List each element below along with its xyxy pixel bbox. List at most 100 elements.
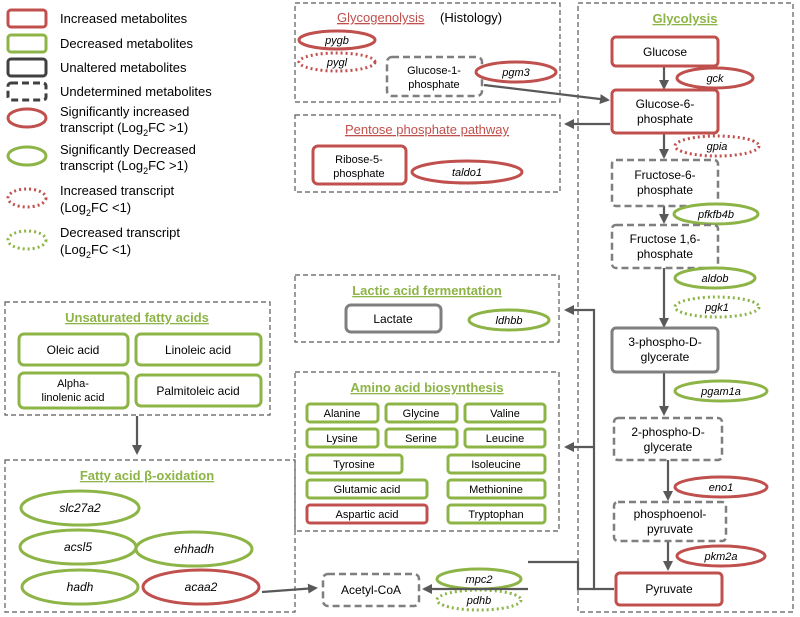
2-phospho-d-glycerate-line2: glycerate	[644, 440, 693, 454]
unsaturated-title: Unsaturated fatty acids	[65, 310, 209, 325]
ribose-5-phosphate-line1: Ribose-5-	[335, 154, 383, 166]
tyrosine-label: Tyrosine	[333, 459, 375, 471]
fructose-1-6-phosphate-line2: phosphate	[637, 247, 693, 261]
phosphoenolpyruvate-line1: phosphoenol-	[634, 507, 707, 521]
hadh-label: hadh	[67, 580, 94, 594]
tryptophan-label: Tryptophan	[468, 509, 523, 521]
aldob-label: aldob	[702, 273, 729, 285]
ldhbb-label: ldhbb	[496, 315, 523, 327]
amino-title: Amino acid biosynthesis	[350, 380, 503, 395]
gpia-label: gpia	[707, 141, 728, 153]
linoleic-acid-label: Linoleic acid	[165, 343, 231, 357]
connector-arrows	[132, 83, 614, 594]
acsl5-label: acsl5	[64, 540, 92, 554]
fructose-6-phosphate-line1: Fructose-6-	[634, 168, 695, 182]
alpha-linolenic-line2: linolenic acid	[42, 392, 105, 404]
alpha-linolenic-line1: Alpha-	[57, 378, 89, 390]
ldhbb-transcript	[467, 308, 551, 332]
pfkfb4b-transcript	[672, 202, 760, 226]
valine-node	[463, 402, 547, 424]
methionine-node	[446, 478, 547, 500]
taldo1-transcript	[410, 159, 524, 185]
legend-unaltered-metabolite-swatch	[6, 57, 48, 78]
lactate-label: Lactate	[373, 312, 413, 326]
serine-label: Serine	[405, 433, 437, 445]
serine-node	[384, 427, 459, 449]
acetyl-coa-group: Acetyl-CoA mpc2 pdhb	[321, 567, 523, 612]
isoleucine-node	[446, 453, 547, 475]
palmitoleic-acid-node	[134, 373, 263, 408]
legend-sig-decreased-line1: Significantly Decreased	[60, 142, 196, 157]
legend-decreased-metabolites-label: Decreased metabolites	[60, 36, 193, 51]
pentose-title: Pentose phosphate pathway	[345, 122, 510, 137]
glucose-6-phosphate-line1: Glucose-6-	[636, 97, 695, 111]
pygl-label: pygl	[326, 57, 348, 69]
glycine-node	[384, 402, 459, 424]
slc27a2-label: slc27a2	[59, 501, 101, 515]
ribose-5-phosphate-line2: phosphate	[333, 168, 384, 180]
pgk1-transcript	[673, 295, 761, 319]
alanine-label: Alanine	[324, 408, 361, 420]
lysine-label: Lysine	[326, 433, 357, 445]
aldob-transcript	[673, 266, 757, 290]
pkm2a-transcript	[675, 544, 767, 568]
legend-sig-increased-line1: Significantly increased	[60, 104, 189, 119]
phosphoenolpyruvate-node	[612, 500, 728, 543]
lysine-node	[305, 427, 380, 449]
glutamic-acid-node	[305, 478, 429, 500]
acaa2-label: acaa2	[185, 580, 218, 594]
legend-undetermined-metabolites-label: Undetermined metabolites	[60, 84, 212, 99]
pyruvate-node	[614, 571, 724, 607]
3-phospho-d-glycerate-node	[610, 326, 720, 374]
eno1-label: eno1	[709, 482, 733, 494]
unsaturated-fatty-acids-panel: Unsaturated fatty acids Oleic acid Linol…	[4, 301, 271, 416]
pkm2a-label: pkm2a	[703, 551, 737, 563]
glycolysis-panel: Glycolysis Glucose gck Glucose-6- phosph…	[577, 2, 794, 613]
palmitoleic-acid-label: Palmitoleic acid	[156, 384, 239, 398]
legend-increased-metabolites-label: Increased metabolites	[60, 11, 188, 26]
ehhadh-transcript	[134, 530, 254, 568]
lactate-node	[344, 303, 443, 334]
alanine-node	[305, 402, 380, 424]
gpia-transcript	[673, 134, 761, 158]
pygl-transcript	[297, 51, 377, 73]
legend-decreased-transcript-swatch	[6, 229, 48, 251]
legend-unaltered-metabolites-label: Unaltered metabolites	[60, 60, 187, 75]
glucose-1-phosphate-line2: phosphate	[408, 79, 459, 91]
glycine-label: Glycine	[403, 408, 440, 420]
legend-decreased-metabolite-swatch	[6, 33, 48, 54]
hadh-transcript	[20, 568, 140, 606]
legend-sig-decreased-line2: transcript (Log2FC >1)	[60, 158, 188, 176]
legend-undetermined-metabolite-swatch	[6, 81, 48, 102]
lactic-acid-panel: Lactic acid fermentation Lactate ldhbb	[294, 274, 560, 343]
glucose-1-phosphate-line1: Glucose-1-	[407, 65, 461, 77]
pygb-label: pygb	[324, 35, 349, 47]
glucose-6-phosphate-node	[610, 88, 720, 135]
glycogenolysis-title-suffix: (Histology)	[440, 10, 502, 25]
mpc2-label: mpc2	[466, 574, 493, 586]
legend: Increased metabolites Decreased metaboli…	[6, 8, 212, 260]
leucine-label: Leucine	[486, 433, 525, 445]
phosphoenolpyruvate-line2: pyruvate	[647, 522, 693, 536]
glycogenolysis-panel: Glycogenolysis (Histology) pygb pygl Glu…	[294, 2, 561, 103]
fructose-1-6-phosphate-node	[610, 223, 720, 270]
fatty-ox-title: Fatty acid β-oxidation	[80, 468, 214, 483]
3-phospho-d-glycerate-line1: 3-phospho-D-	[628, 335, 701, 349]
legend-decreased-transcript-line2: (Log2FC <1)	[60, 242, 131, 260]
legend-sig-increased-line2: transcript (Log2FC >1)	[60, 120, 188, 138]
glutamic-acid-label: Glutamic acid	[334, 484, 401, 496]
linoleic-acid-node	[134, 332, 263, 367]
fatty-acid-oxidation-panel: Fatty acid β-oxidation slc27a2 acsl5 ehh…	[4, 459, 296, 613]
glucose-1-phosphate-node	[385, 55, 484, 98]
acetyl-coa-label: Acetyl-CoA	[341, 583, 401, 597]
ribose-5-phosphate-node	[311, 144, 408, 186]
taldo1-label: taldo1	[452, 167, 482, 179]
fructose-6-phosphate-node	[610, 158, 720, 208]
3-phospho-d-glycerate-line2: glycerate	[641, 350, 690, 364]
eno1-transcript	[673, 475, 769, 499]
pgam1a-label: pgam1a	[700, 386, 741, 398]
glycolysis-title: Glycolysis	[652, 11, 717, 26]
aspartic-acid-label: Aspartic acid	[336, 509, 399, 521]
legend-increased-transcript-line2: (Log2FC <1)	[60, 200, 131, 218]
